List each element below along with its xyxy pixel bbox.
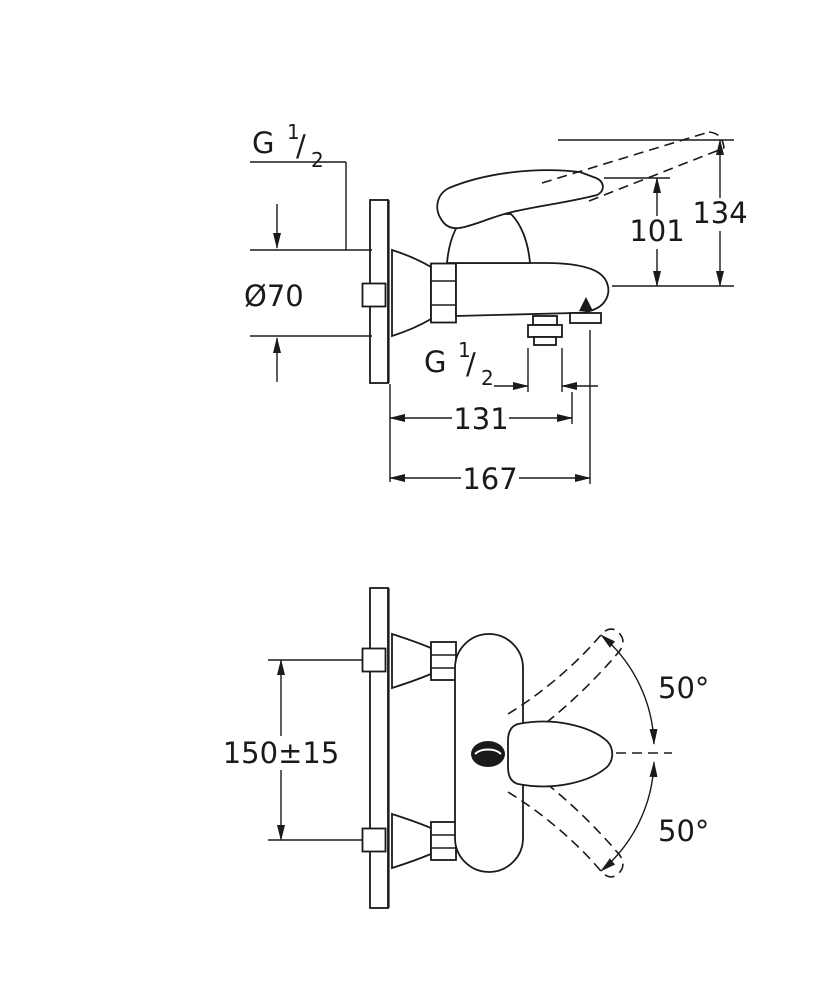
wall-thread-label: G (252, 126, 274, 160)
concealed-union-fitting (361, 647, 387, 673)
escutcheon-diameter-label: Ø70 (244, 279, 304, 313)
hose-outlet-neck (532, 315, 558, 326)
mounting-distance-label: 150±15 (223, 736, 340, 770)
label-background (461, 462, 519, 494)
dim-spout-projection: 167 (389, 330, 591, 496)
dim-swivel-angle-upper: 50° (600, 634, 709, 745)
handle-height-label: 101 (629, 214, 684, 248)
dim-wall-thread: G 1 / 2 (250, 120, 347, 250)
hose-thread-label: G (424, 345, 446, 379)
angle-arc (600, 634, 658, 745)
swivel-angle-lower-label: 50° (658, 814, 709, 848)
max-height-label: 134 (692, 196, 747, 230)
lever-lowered-position-dashed (507, 770, 624, 878)
front-view: 50° 50° 150±15 (223, 587, 709, 909)
dim-swivel-angle-lower: 50° (600, 761, 709, 872)
dim-escutcheon-diameter: Ø70 (244, 204, 372, 382)
lever-handle-front (507, 720, 614, 788)
hose-projection-label: 131 (453, 402, 508, 436)
spout-projection-label: 167 (462, 462, 517, 496)
wall-thread-denominator: 2 (311, 148, 324, 172)
wall-hatching (369, 587, 389, 909)
label-background (628, 216, 686, 249)
union-nut (430, 641, 457, 681)
wall-thread-fraction-slash: / (296, 129, 306, 163)
escutcheon-cone (391, 632, 432, 690)
angle-arc (600, 761, 658, 872)
spout-aerator (569, 312, 602, 324)
faucet-side-view (361, 131, 725, 346)
escutcheon-cone (391, 248, 432, 338)
dim-mounting-distance: 150±15 (223, 659, 362, 841)
brand-badge (471, 741, 505, 767)
union-nut (430, 821, 457, 861)
escutcheon-cone (391, 812, 432, 870)
dim-hose-projection: 131 (389, 384, 573, 482)
dim-handle-height: 101 (604, 177, 734, 287)
lever-handle (436, 169, 604, 230)
concealed-union-fitting (361, 827, 387, 853)
hose-outlet-collar (527, 324, 563, 338)
swivel-angle-upper-label: 50° (658, 671, 709, 705)
hose-outlet-thread (533, 336, 557, 346)
union-nut (430, 262, 457, 324)
faucet-front-view (361, 628, 672, 878)
label-background (691, 198, 749, 231)
lever-raised-position-dashed (507, 628, 624, 736)
wall-section-front (369, 587, 390, 909)
concealed-union-fitting (361, 282, 387, 308)
mixer-body (455, 262, 610, 317)
brand-badge-detail (474, 748, 502, 755)
label-background (224, 736, 338, 770)
dim-hose-thread: G 1 / 2 (424, 338, 598, 392)
dim-max-height: 134 (558, 139, 749, 287)
wall-thread-numerator: 1 (287, 120, 300, 144)
hose-thread-numerator: 1 (458, 338, 471, 362)
label-background (452, 402, 509, 434)
flow-direction-arrow-icon (579, 297, 593, 311)
hose-thread-fraction-slash: / (466, 347, 476, 381)
raised-handle-dashed-line (588, 147, 725, 202)
side-view: G 1 / 2 Ø70 101 134 G (244, 120, 749, 496)
hose-thread-denominator: 2 (481, 366, 494, 390)
